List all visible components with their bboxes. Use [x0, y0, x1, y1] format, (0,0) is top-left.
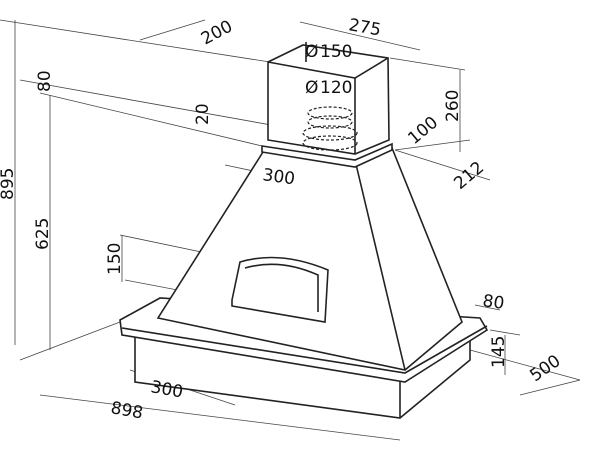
dim-275: 275	[347, 15, 382, 40]
dim-20: 20	[193, 103, 213, 125]
dim-100: 100	[404, 113, 442, 149]
dim-500: 500	[526, 351, 564, 386]
dim-150: 150	[320, 42, 352, 62]
dim-260: 260	[443, 90, 463, 122]
dim-120: 120	[320, 78, 352, 98]
dim-200: 200	[198, 17, 236, 50]
dim-898: 898	[109, 398, 144, 423]
dim-150-window: 150	[105, 243, 125, 275]
dim-80-base: 80	[481, 291, 505, 314]
diameter-symbol-150: Ø	[305, 42, 318, 62]
outlet-collar	[302, 106, 358, 151]
dim-145: 145	[489, 336, 509, 368]
chimney	[267, 44, 390, 155]
diameter-symbol-120: Ø	[305, 78, 318, 98]
dim-300-window: 300	[149, 377, 184, 402]
dim-80-top: 80	[35, 70, 55, 92]
dim-300-top: 300	[261, 165, 296, 189]
collar	[261, 142, 393, 168]
dim-212: 212	[450, 158, 488, 194]
dim-625: 625	[33, 218, 53, 250]
hood-window	[231, 256, 329, 323]
dim-895: 895	[0, 168, 18, 200]
